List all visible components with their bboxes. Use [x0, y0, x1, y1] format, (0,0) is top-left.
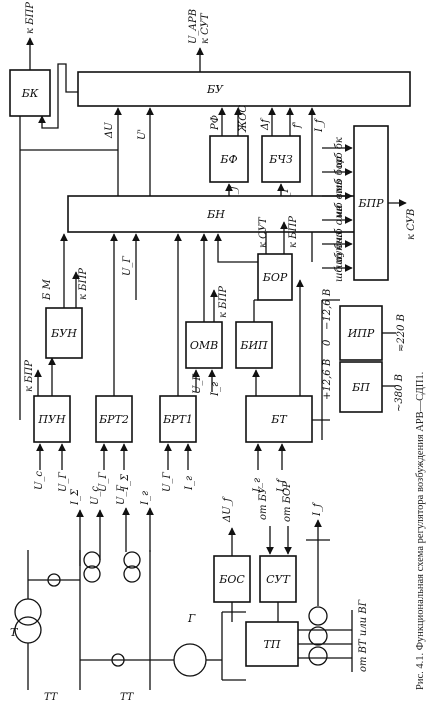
brt1-ug-label: U_Г [162, 472, 173, 492]
bn-label: БН [206, 208, 225, 221]
bu-label: БУ [206, 83, 224, 96]
bcz-block [261, 135, 301, 183]
pun-label: ПУН [37, 413, 66, 426]
pun-block [33, 395, 71, 443]
bcz-label: БЧЗ [268, 153, 293, 166]
bpr-in-2: шб вмз [334, 180, 345, 218]
brt2-ug-label: U_Г [98, 472, 109, 492]
omv-label: ОМВ [190, 339, 218, 352]
ig-left-label: I_г [140, 491, 151, 506]
bpr-in-0: шб бк [334, 137, 345, 168]
bn-ug-label: U_Г [122, 256, 133, 276]
bpr-in-4: шб бчз [334, 231, 345, 268]
isigma-label: I_Σ [70, 488, 81, 506]
bt-if-label: I_f [276, 477, 287, 493]
bip-label: БИП [239, 339, 268, 352]
bt-label: БТ [270, 413, 288, 426]
bk-out-label: к БПР [25, 2, 36, 34]
bp-label: БП [351, 381, 370, 394]
v220-label: ≂220 В [396, 314, 407, 352]
tt-lower-label: ТТ [120, 692, 135, 703]
omv-out-bpr: к БПР [218, 286, 229, 318]
ot-vt-label: от ВТ или ВГ [358, 599, 369, 672]
bip-block [235, 321, 273, 369]
zhos-label: ЖОС [238, 105, 249, 133]
bf-block [209, 135, 249, 183]
omv-ug-label: U_Г [192, 374, 203, 394]
bt-ig-label: I_г [252, 478, 263, 493]
ipr-label: ИПР [347, 327, 375, 340]
bpr-in-3: шб омв [334, 205, 345, 244]
bor-out-sut: к СУТ [258, 216, 269, 248]
bos-label: БОС [218, 573, 245, 586]
sut-in-bor: от БОР [282, 481, 293, 522]
v380-label: ~380 В [394, 374, 405, 412]
bk-label: БК [21, 87, 39, 100]
bpr-block [353, 125, 389, 281]
tp-label: ТП [264, 638, 281, 651]
bos-out-label: ΔU_f [222, 495, 233, 523]
g-label: Г [187, 612, 196, 625]
bk-block [9, 69, 51, 117]
bor-out-bpr: к БПР [288, 216, 299, 248]
figure-caption: Рис. 4.1. Функциональная схема регулятор… [415, 372, 426, 690]
supply-zero: 0 [322, 339, 333, 346]
bpr-out-suv: к СУВ [406, 209, 417, 240]
brt1-label: БРТ1 [162, 413, 193, 426]
sut-label: СУТ [266, 573, 291, 586]
bpr-label: БПР [357, 197, 384, 210]
bf-label: БФ [219, 153, 237, 166]
pun-uc-label: U_c [34, 471, 45, 490]
bu-out-arv: U_АРВ [188, 9, 199, 44]
supply-plus: +12,6 В [322, 359, 333, 400]
bun-out-bpr: к БПР [78, 268, 89, 300]
bos-block [213, 555, 251, 603]
bpr-in-5: шб пун [334, 244, 345, 282]
transformer-t-coil-2 [14, 616, 42, 644]
bun-label: БУН [50, 327, 77, 340]
t-label: Т [10, 626, 19, 639]
brt2-block [95, 395, 133, 443]
ug-left-label: U_Г [116, 485, 127, 505]
rf-label: РФ [210, 115, 221, 131]
tp-block [245, 621, 299, 667]
tt-upper-ring [47, 573, 61, 587]
pun-ug-label: U_Г [58, 472, 69, 492]
generator-g [173, 643, 207, 677]
bt-block [245, 395, 313, 443]
supply-minus: −12,6 В [322, 289, 333, 330]
tt-upper-label: ТТ [44, 692, 59, 703]
bu-block [77, 71, 411, 107]
bun-block [45, 307, 83, 359]
brt2-label: БРТ2 [98, 413, 129, 426]
du-label: ΔU [104, 122, 115, 139]
sut-block [259, 555, 297, 603]
brt2-isigma-label: I_Σ [120, 473, 131, 491]
f-prime-label: f' [292, 122, 303, 129]
omv-block [185, 321, 223, 369]
bu-out-sut: к СУТ [200, 12, 211, 44]
df-label: Δf [260, 117, 271, 131]
if-left-label: I_f [312, 501, 323, 517]
bp-block [339, 361, 383, 413]
brt1-ig-label: I_г [184, 476, 195, 491]
pun-out-bpr: к БПР [24, 360, 35, 392]
bm-label: Б М [42, 278, 53, 301]
uc-label: U_c [90, 486, 101, 505]
bor-label: БОР [262, 271, 288, 284]
omv-ig-label: I_г [210, 382, 221, 397]
if-bu-label: I_f [314, 117, 325, 133]
u-prime-label: U' [137, 129, 148, 140]
sut-in-bu: от БУ [258, 486, 269, 520]
bor-block [257, 253, 293, 301]
bpr-in-1: шб бор [334, 156, 345, 194]
